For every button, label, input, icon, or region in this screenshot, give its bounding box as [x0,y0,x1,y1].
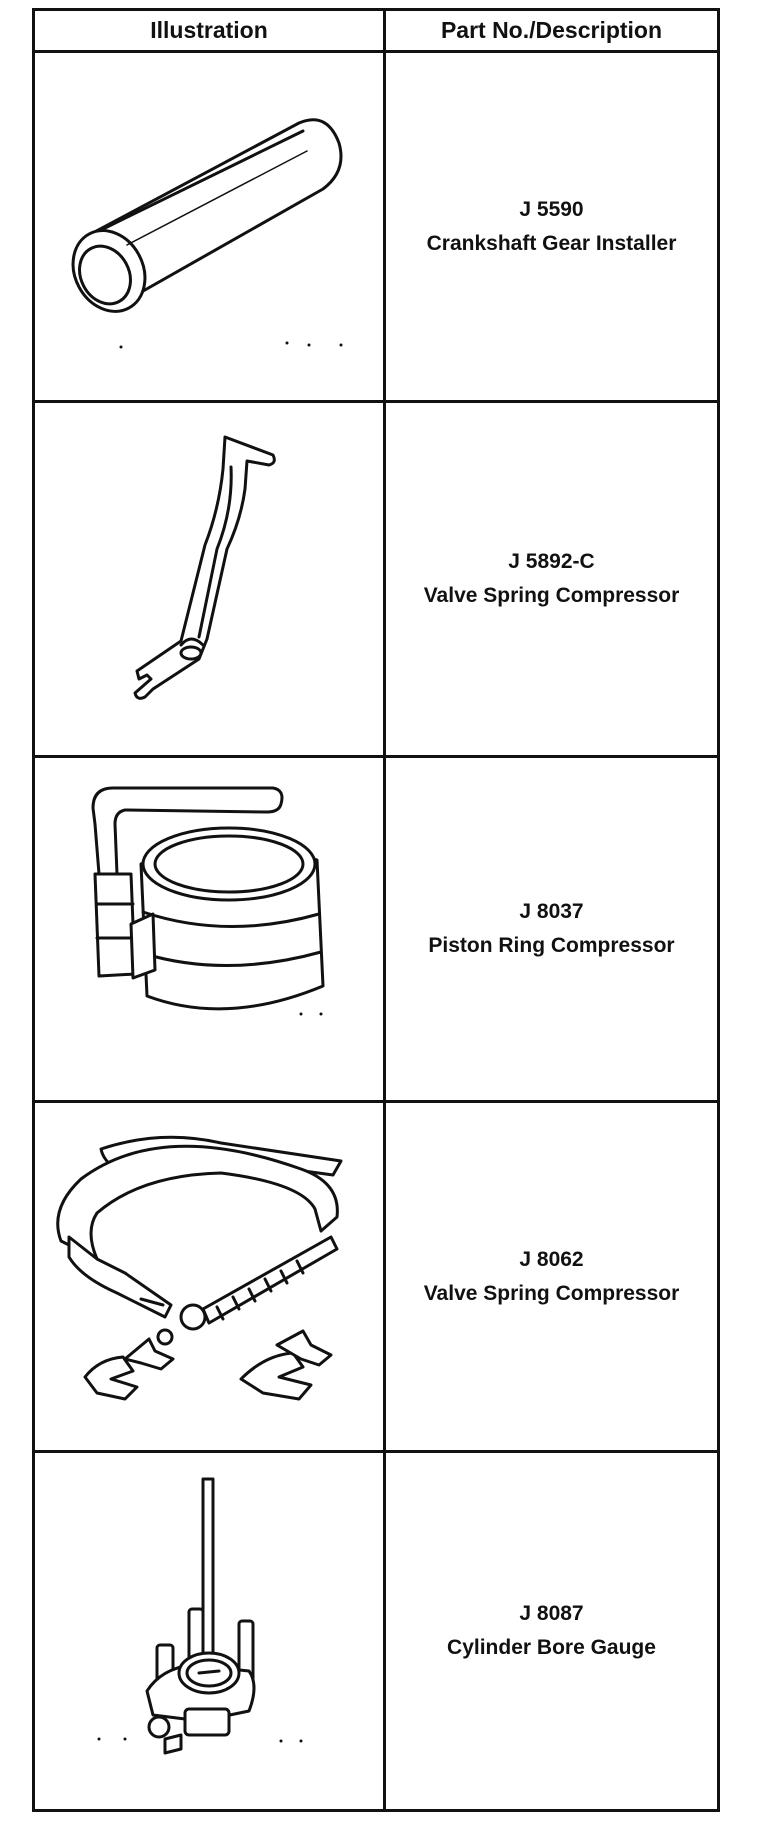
table-header: Illustration Part No./Description [35,11,717,53]
part-description: Valve Spring Compressor [423,584,680,607]
table-row: J 8087 Cylinder Bore Gauge [35,1453,717,1809]
valve-spring-compressor-icon [41,409,377,739]
part-number: J 5590 [519,197,584,221]
table-row: J 5892-C Valve Spring Compressor [35,403,717,758]
table-row: J 5590 Crankshaft Gear Installer [35,53,717,403]
table-row: J 8062 Valve Spring Compressor [35,1103,717,1453]
part-description-cell: J 8037 Piston Ring Compressor [386,758,717,1100]
header-part-description: Part No./Description [440,17,663,43]
special-tools-table: Illustration Part No./Description J 5590… [32,8,720,1812]
piston-ring-compressor-icon [41,764,377,1094]
part-description-cell: J 5590 Crankshaft Gear Installer [386,53,717,400]
part-number: J 8062 [519,1247,584,1271]
part-description: Crankshaft Gear Installer [426,231,677,255]
crankshaft-gear-installer-icon [41,59,377,389]
part-description: Cylinder Bore Gauge [447,1636,656,1659]
part-number: J 8087 [519,1602,584,1626]
column-divider [383,11,386,1809]
part-description-cell: J 5892-C Valve Spring Compressor [386,403,717,755]
part-number: J 5892-C [508,550,595,574]
table-row: J 8037 Piston Ring Compressor [35,758,717,1103]
header-illustration: Illustration [150,17,268,43]
part-description-cell: J 8062 Valve Spring Compressor [386,1103,717,1450]
part-description-cell: J 8087 Cylinder Bore Gauge [386,1453,717,1809]
part-number: J 8037 [519,900,584,924]
valve-spring-compressor-clamp-icon [41,1109,377,1439]
cylinder-bore-gauge-icon [41,1459,377,1799]
part-description: Piston Ring Compressor [428,934,675,957]
part-description: Valve Spring Compressor [423,1281,680,1305]
